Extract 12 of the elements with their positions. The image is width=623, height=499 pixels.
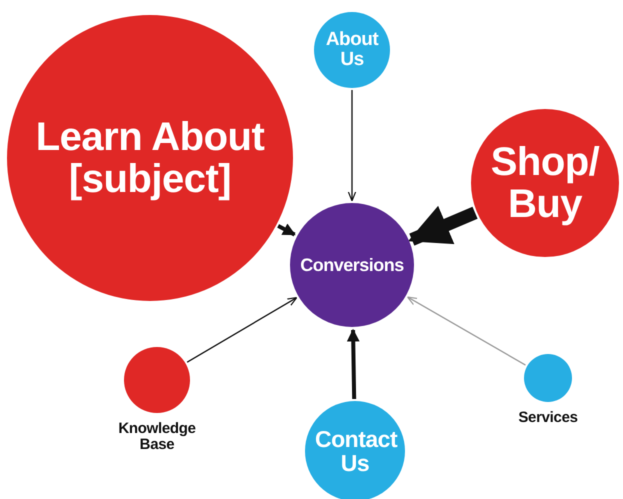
node-label: Conversions — [300, 256, 404, 274]
node-label: Services — [517, 410, 579, 426]
node-label: Contact Us — [315, 426, 395, 476]
node-label: Shop/ Buy — [490, 141, 600, 225]
node-label: About Us — [324, 30, 380, 70]
arrow — [408, 206, 478, 246]
node-label: Knowledge Base — [117, 421, 197, 452]
arrow — [346, 328, 360, 400]
arrow — [277, 224, 296, 236]
arrow — [348, 90, 356, 202]
arrow — [186, 296, 298, 363]
node-label: Learn About [subject] — [35, 116, 265, 200]
